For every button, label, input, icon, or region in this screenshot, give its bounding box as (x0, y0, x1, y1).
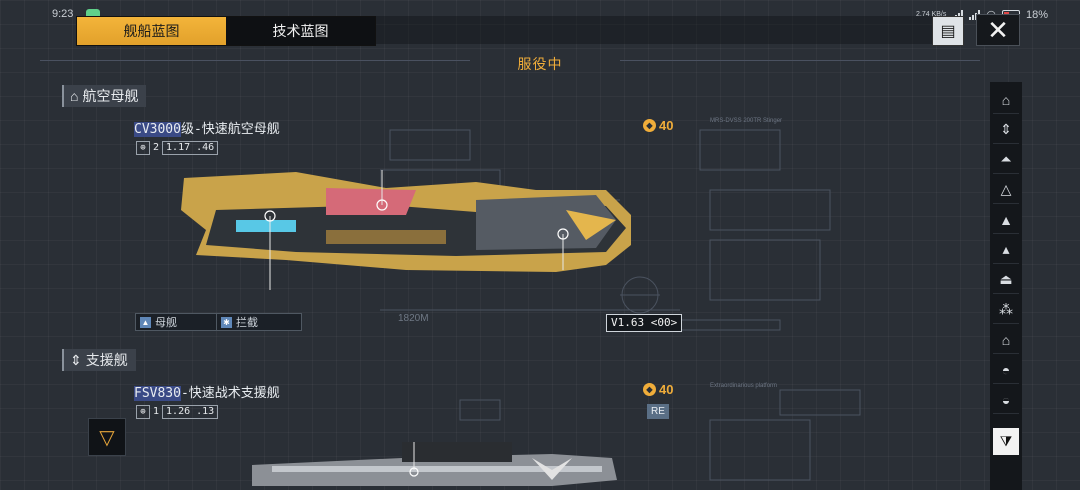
network-speed: 2.74 KB/s (916, 11, 947, 18)
chat-notification-icon (86, 9, 100, 20)
ship-cost-carrier: ◆ 40 (643, 118, 673, 133)
sidebar-item-carrier[interactable]: ⌂ (993, 86, 1019, 114)
divider-left (40, 60, 470, 61)
destroyer-icon: △ (1000, 181, 1012, 197)
ship-model: FSV830 (134, 386, 181, 401)
ship-name-support[interactable]: FSV830-快速战术支援舰 (134, 382, 280, 401)
frigate-icon: ▲ (999, 211, 1013, 228)
blueprint-tabs: 舰船蓝图 技术蓝图 (76, 16, 376, 46)
tag-intercept: ✱ 拦截 (216, 313, 302, 331)
cost-value: 40 (659, 118, 674, 133)
carrier-icon: ⌂ (1001, 91, 1011, 108)
category-support[interactable]: ⇕ 支援舰 (62, 349, 136, 371)
ship-type-sidebar: ⌂ ⇕ ⏶ △ ▲ ▴ ⏏ ⁂ ⌂ ◓ ◒ ⧩ (990, 82, 1022, 490)
command-point-icon: ◆ (643, 119, 656, 132)
sidebar-item-destroyer[interactable]: △ (993, 176, 1019, 204)
battery-percent: 18% (1025, 8, 1048, 21)
filter-button[interactable]: ⧩ (993, 428, 1019, 455)
sidebar-item-station[interactable]: ⌂ (993, 326, 1019, 354)
cost-value: 40 (659, 382, 674, 397)
corvette-icon: ▴ (1002, 241, 1010, 257)
sidebar-item-drone[interactable]: ⁂ (993, 296, 1019, 324)
station-icon: ⌂ (1001, 331, 1011, 348)
close-button[interactable]: ✕ (976, 14, 1020, 46)
document-button[interactable]: ▤ (932, 16, 964, 46)
ship-level: 1 (153, 406, 160, 417)
ship-stat: 1.26 .13 (162, 404, 219, 419)
globe-icon: ⊕ (136, 404, 150, 419)
category-label: 支援舰 (85, 352, 128, 368)
fleet-button[interactable]: ▽ (88, 418, 126, 456)
ship-stats-carrier: ⊕ 2 1.17 .46 (136, 140, 219, 155)
intercept-icon: ✱ (221, 316, 232, 328)
tag-label: 母舰 (155, 317, 177, 329)
re-badge: RE (647, 404, 669, 419)
schematic-label-1: MRS-DVSS 200TR Stinger (710, 118, 782, 124)
ship-model: CV3000 (134, 122, 181, 137)
category-label: 航空母舰 (82, 88, 139, 104)
tabbar-background (374, 16, 934, 44)
support-icon: ⇕ (70, 351, 82, 368)
tag-mothership: ▲ 母舰 (135, 313, 221, 331)
tab-tech-blueprint[interactable]: 技术蓝图 (226, 17, 375, 45)
ship-stats-support: ⊕ 1 1.26 .13 (136, 404, 219, 419)
divider-right (620, 60, 980, 61)
globe-icon: ⊕ (136, 140, 150, 155)
schematic-label-2: Extraordinarious platform (710, 383, 777, 389)
ship-class: -快速战术支援舰 (180, 386, 280, 401)
carrier-icon: ⌂ (70, 88, 79, 104)
filter-icon: ⧩ (999, 433, 1013, 449)
command-point-icon: ◆ (643, 383, 656, 396)
sidebar-item-support[interactable]: ⇕ (993, 116, 1019, 144)
ship-level: 2 (153, 142, 160, 153)
fighter-icon: ⏏ (999, 271, 1013, 287)
document-icon: ▤ (940, 23, 956, 40)
sidebar-item-platform[interactable]: ◓ (993, 356, 1019, 384)
ship-length: 1820M (398, 313, 429, 324)
sidebar-item-dome[interactable]: ◒ (993, 386, 1019, 414)
sidebar-item-fighter[interactable]: ⏏ (993, 266, 1019, 294)
sidebar-item-cruiser[interactable]: ⏶ (993, 146, 1019, 174)
section-title: 服役中 (517, 56, 563, 72)
version-badge: V1.63 <00> (606, 314, 683, 332)
ship-name-carrier[interactable]: CV3000级-快速航空母舰 (134, 118, 280, 137)
ship-cost-support: ◆ 40 (643, 382, 673, 397)
mothership-icon: ▲ (140, 316, 151, 328)
ship-stat: 1.17 .46 (162, 140, 219, 155)
status-time: 9:23 (52, 8, 74, 20)
tab-ship-blueprint[interactable]: 舰船蓝图 (77, 17, 226, 45)
support-icon: ⇕ (1000, 121, 1012, 137)
drone-icon: ⁂ (999, 301, 1013, 317)
carrier-ship-image[interactable] (176, 160, 636, 290)
platform-icon: ◓ (1001, 361, 1011, 378)
tag-label: 拦截 (236, 317, 258, 329)
sidebar-item-frigate[interactable]: ▲ (993, 206, 1019, 234)
close-icon: ✕ (987, 14, 1009, 45)
support-ship-image[interactable] (252, 440, 622, 486)
sidebar-item-corvette[interactable]: ▴ (993, 236, 1019, 264)
ship-class: 级-快速航空母舰 (180, 122, 280, 137)
category-carrier[interactable]: ⌂ 航空母舰 (62, 85, 147, 107)
cruiser-icon: ⏶ (1000, 151, 1012, 167)
fleet-emblem-icon: ▽ (99, 426, 115, 449)
dome-icon: ◒ (1001, 391, 1011, 408)
